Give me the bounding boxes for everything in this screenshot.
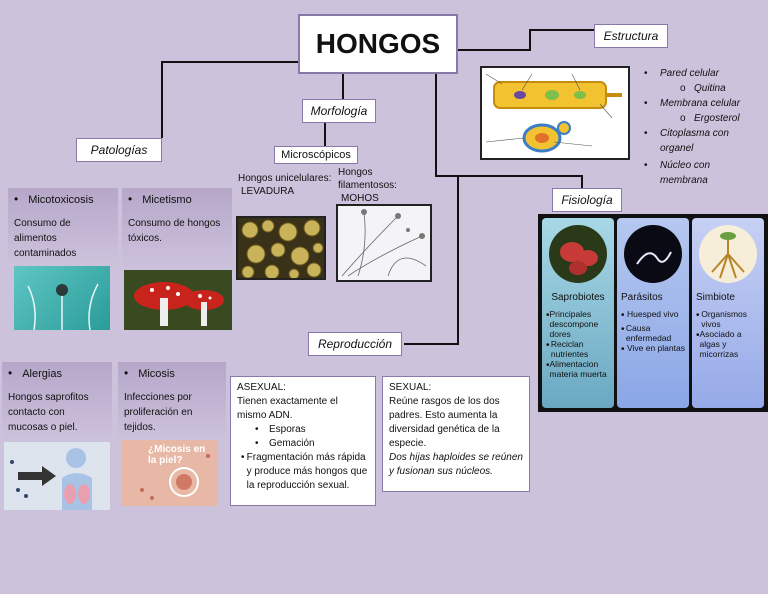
- parasitos-image: [624, 225, 682, 283]
- fisiologia-item: •Principales descompone dores: [546, 309, 599, 339]
- title-box: HONGOS: [298, 14, 458, 74]
- card-title: Micetismo: [128, 192, 226, 206]
- fisiologia-col-parasitos: Parásitos •Huesped vivo •Causa enfermeda…: [617, 218, 689, 408]
- fisiologia-item: •Asociado a algas y micorrizas: [696, 329, 742, 359]
- fisiologia-title: Simbiote: [696, 292, 735, 303]
- fisiologia-item: •Huesped vivo: [621, 309, 679, 321]
- label-fisiologia: Fisiología: [552, 188, 622, 212]
- cell-structure-image: [480, 66, 630, 160]
- fisiologia-panel: Saprobiotes •Principales descompone dore…: [538, 214, 768, 412]
- label-morfologia: Morfología: [302, 99, 376, 123]
- levadura-image: [236, 216, 326, 280]
- asexual-box: ASEXUAL: Tienen exactamente el mismo ADN…: [230, 376, 376, 506]
- fisiologia-item: •Causa enfermedad: [621, 323, 672, 343]
- simbiote-image: [699, 225, 757, 283]
- mohos-caption: Hongos filamentosos: MOHOS: [338, 167, 397, 204]
- fisiologia-item: •Reciclan nutrientes: [546, 339, 589, 359]
- asexual-item: •Fragmentación más rápida y produce más …: [241, 452, 368, 491]
- amanita-image: [124, 270, 232, 330]
- fisiologia-item: •Organismos vivos: [696, 309, 748, 329]
- page-title: HONGOS: [315, 28, 441, 59]
- fisiologia-col-saprobiotes: Saprobiotes •Principales descompone dore…: [542, 218, 614, 408]
- card-text: Consumo de alimentos contaminados: [14, 218, 77, 259]
- asexual-item: •Gemación: [255, 438, 315, 449]
- estructura-item: •Pared celular: [644, 68, 719, 79]
- card-title: Micotoxicosis: [14, 192, 112, 206]
- fisiologia-item: •Alimentacion materia muerta: [546, 359, 607, 379]
- fisiologia-item: •Vive en plantas: [621, 343, 685, 355]
- estructura-item: •Membrana celular: [644, 98, 741, 109]
- micotoxicosis-image: [14, 266, 110, 331]
- pathology-card-micosis: Micosis Infecciones por proliferación en…: [118, 362, 226, 442]
- sexual-heading: SEXUAL:: [389, 382, 432, 393]
- label-reproduccion: Reproducción: [308, 332, 402, 356]
- asexual-text: Tienen exactamente el mismo ADN.: [237, 396, 338, 421]
- asexual-item: •Esporas: [255, 424, 306, 435]
- fisiologia-col-simbiote: Simbiote •Organismos vivos •Asociado a a…: [692, 218, 764, 408]
- sexual-box: SEXUAL: Reúne rasgos de los dos padres. …: [382, 376, 530, 492]
- label-microscopicos: Microscópicos: [274, 146, 358, 164]
- label-estructura: Estructura: [594, 24, 668, 48]
- fisiologia-title: Parásitos: [621, 292, 663, 303]
- card-text: Consumo de hongos tóxicos.: [128, 218, 221, 244]
- fisiologia-title: Saprobiotes: [551, 292, 605, 303]
- card-text: Hongos saprofitos contacto con mucosas o…: [8, 392, 89, 433]
- asexual-heading: ASEXUAL:: [237, 382, 286, 393]
- pathology-card-micetismo: Micetismo Consumo de hongos tóxicos.: [122, 188, 232, 270]
- mohos-image: [336, 204, 432, 282]
- levadura-caption: Hongos unicelulares: LEVADURA: [238, 173, 332, 197]
- card-title: Micosis: [124, 366, 220, 380]
- pathology-card-alergias: Alergias Hongos saprofitos contacto con …: [2, 362, 112, 442]
- estructura-item: •Citoplasma con organel: [644, 128, 729, 154]
- sexual-text: Reúne rasgos de los dos padres. Esto aum…: [389, 396, 500, 449]
- pathology-card-micotoxicosis: Micotoxicosis Consumo de alimentos conta…: [8, 188, 118, 264]
- card-title: Alergias: [8, 366, 106, 380]
- card-text: Infecciones por proliferación en tejidos…: [124, 392, 193, 433]
- sexual-italic: Dos hijas haploides se reúnen y fusionan…: [389, 452, 523, 477]
- alergias-image: [4, 442, 110, 510]
- label-patologias: Patologías: [76, 138, 162, 162]
- saprobiotes-image: [549, 225, 607, 283]
- micosis-image-text: ¿Micosis en la piel?: [148, 444, 206, 466]
- micosis-image: ¿Micosis en la piel?: [122, 440, 218, 506]
- estructura-item: •Núcleo con membrana: [644, 160, 711, 186]
